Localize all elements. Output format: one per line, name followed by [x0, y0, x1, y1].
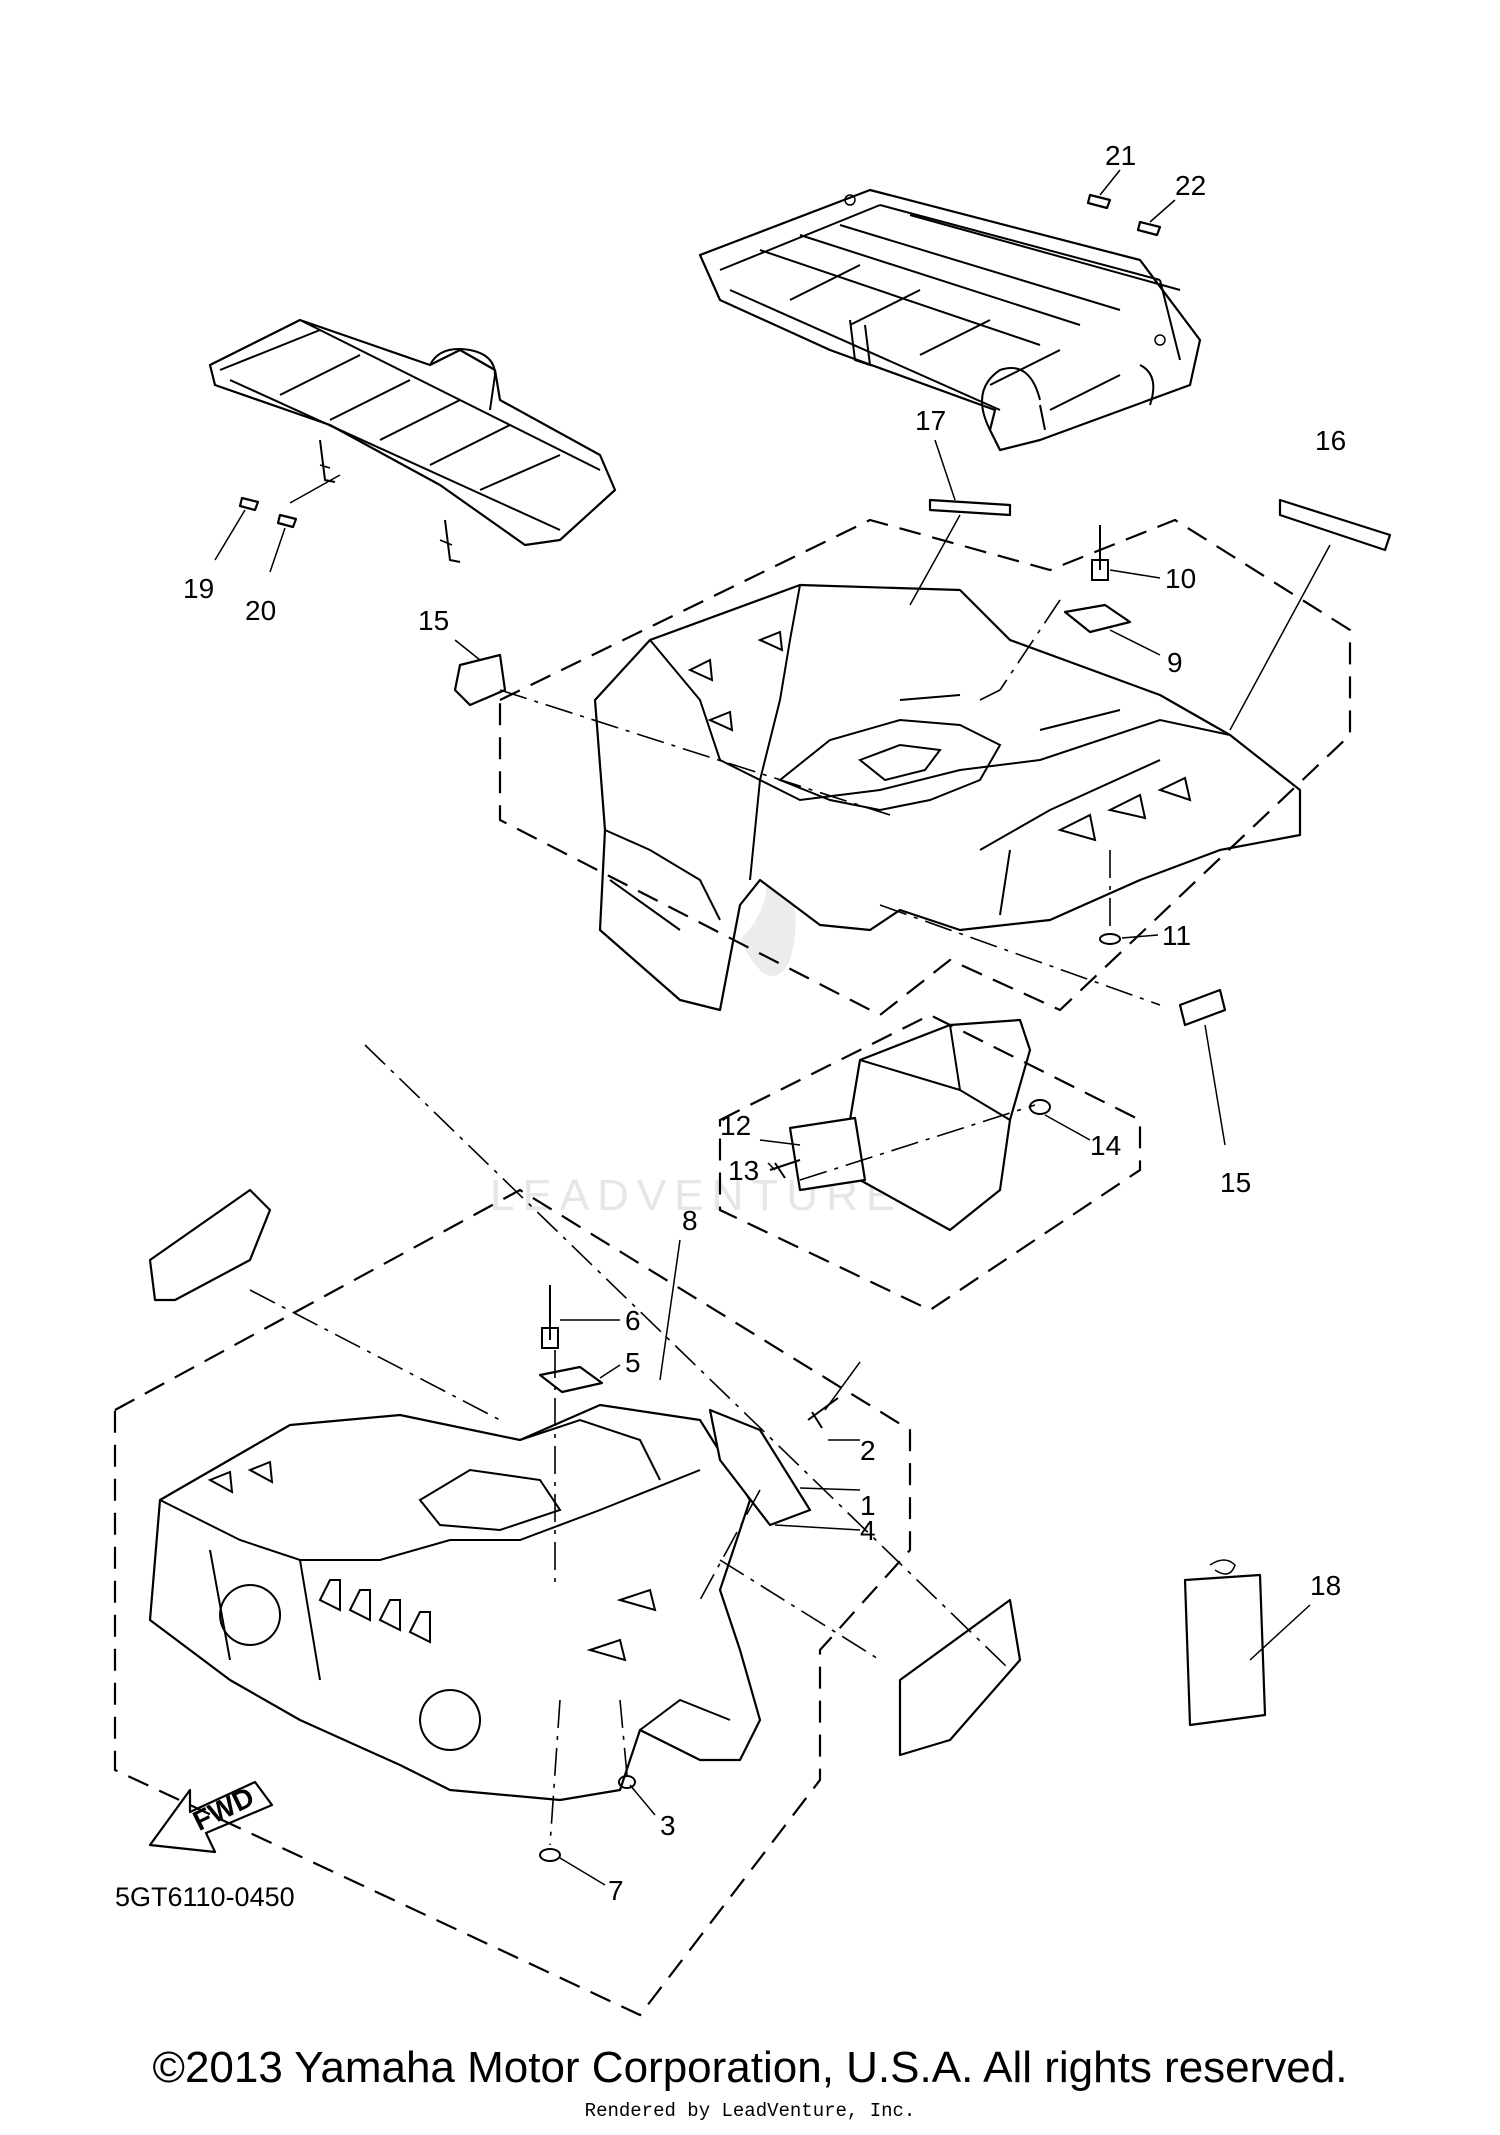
rear-mud-flap: [848, 1018, 1032, 1232]
rear-carrier: [698, 188, 1202, 452]
decals: FWD: [148, 193, 1392, 1862]
callout-12: 12: [720, 1110, 751, 1141]
callout-17: 17: [915, 405, 946, 436]
callout-5: 5: [625, 1347, 641, 1378]
callout-7: 7: [608, 1875, 624, 1906]
callout-10: 10: [1165, 563, 1196, 594]
callout-4: 4: [860, 1515, 876, 1546]
callout-13: 13: [728, 1155, 759, 1186]
callout-22: 22: [1175, 170, 1206, 201]
callout-15-left: 15: [418, 605, 449, 636]
callout-15-right: 15: [1220, 1167, 1251, 1198]
copyright-notice: ©2013 Yamaha Motor Corporation, U.S.A. A…: [152, 2043, 1348, 2092]
rendered-by-notice: Rendered by LeadVenture, Inc.: [584, 2100, 916, 2122]
callouts: 1 2 3 4 5 6 7 8 9 10 11 12 13 14 15 15 1…: [183, 140, 1346, 1906]
callout-18: 18: [1310, 1570, 1341, 1601]
callout-2: 2: [860, 1435, 876, 1466]
callout-19: 19: [183, 573, 214, 604]
callout-3: 3: [660, 1810, 676, 1841]
callout-1: 1: [860, 1490, 876, 1521]
callout-21: 21: [1105, 140, 1136, 171]
part-code: 5GT6110-0450: [115, 1882, 295, 1912]
leader-lines: [249, 474, 1331, 1846]
front-carrier: [208, 318, 617, 563]
callout-20: 20: [245, 595, 276, 626]
rear-fender: [593, 583, 1302, 1012]
front-fender: [148, 1403, 762, 1802]
callout-9: 9: [1167, 647, 1183, 678]
callout-14: 14: [1090, 1130, 1121, 1161]
callout-16: 16: [1315, 425, 1346, 456]
callout-11: 11: [1162, 920, 1191, 951]
callout-8: 8: [682, 1205, 698, 1236]
group-boundaries: [113, 518, 1352, 2017]
callout-6: 6: [625, 1305, 641, 1336]
